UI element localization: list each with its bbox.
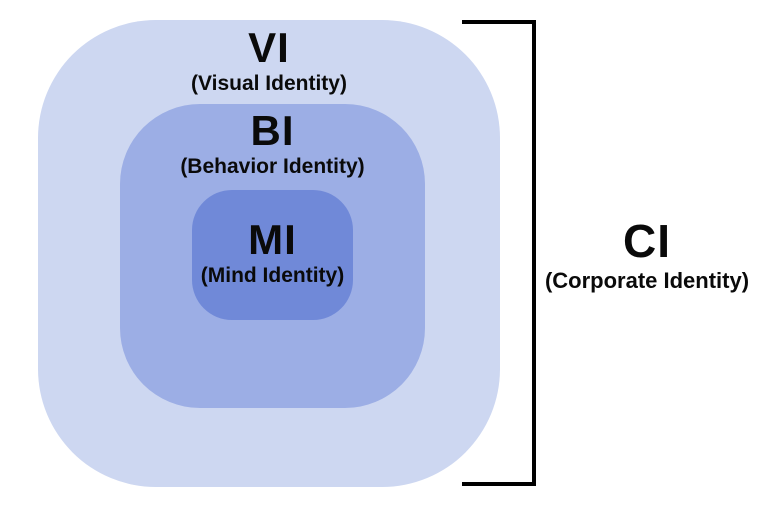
vi-abbr-text: VI	[248, 24, 290, 71]
mi-label: MI (Mind Identity)	[192, 217, 353, 289]
bi-abbr-text: BI	[250, 107, 295, 154]
ci-bracket	[462, 20, 536, 486]
mi-layer-shape	[192, 190, 353, 320]
ci-abbr-text: CI	[623, 215, 671, 267]
bi-label: BI (Behavior Identity)	[120, 108, 425, 180]
mi-full-text: (Mind Identity)	[200, 264, 345, 287]
ci-full-text: (Corporate Identity)	[544, 268, 750, 293]
vi-full-text: (Visual Identity)	[191, 72, 347, 95]
bi-full-text: (Behavior Identity)	[180, 155, 365, 178]
ci-label: CI (Corporate Identity)	[536, 215, 758, 295]
mi-abbr-text: MI	[248, 216, 297, 263]
vi-label: VI (Visual Identity)	[38, 25, 500, 97]
